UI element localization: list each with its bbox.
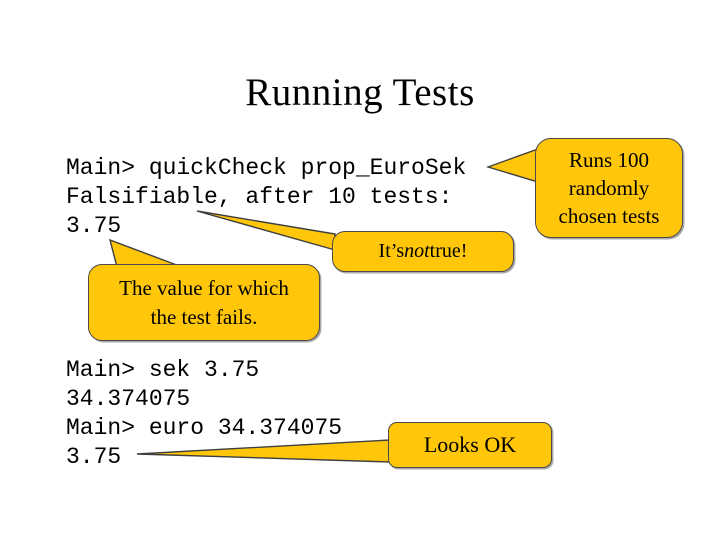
slide-title: Running Tests bbox=[245, 71, 475, 114]
runs-callout-tail bbox=[485, 148, 539, 183]
runs-100-callout: Runs 100 randomly chosen tests bbox=[535, 138, 683, 238]
looks-ok-callout: Looks OK bbox=[388, 422, 552, 468]
not-true-text-prefix: It’s bbox=[378, 240, 405, 262]
failing-value-callout: The value for which the test fails. bbox=[88, 264, 320, 341]
not-true-text-emphasis: not bbox=[404, 240, 430, 262]
code-output-quickcheck: Main> quickCheck prop_EuroSek Falsifiabl… bbox=[66, 155, 467, 239]
value-callout-tail bbox=[108, 238, 183, 268]
not-true-callout: It’s not true! bbox=[332, 231, 514, 272]
not-true-text-suffix: true! bbox=[429, 240, 468, 262]
code-output-sek-euro: Main> sek 3.75 34.374075 Main> euro 34.3… bbox=[66, 357, 343, 470]
